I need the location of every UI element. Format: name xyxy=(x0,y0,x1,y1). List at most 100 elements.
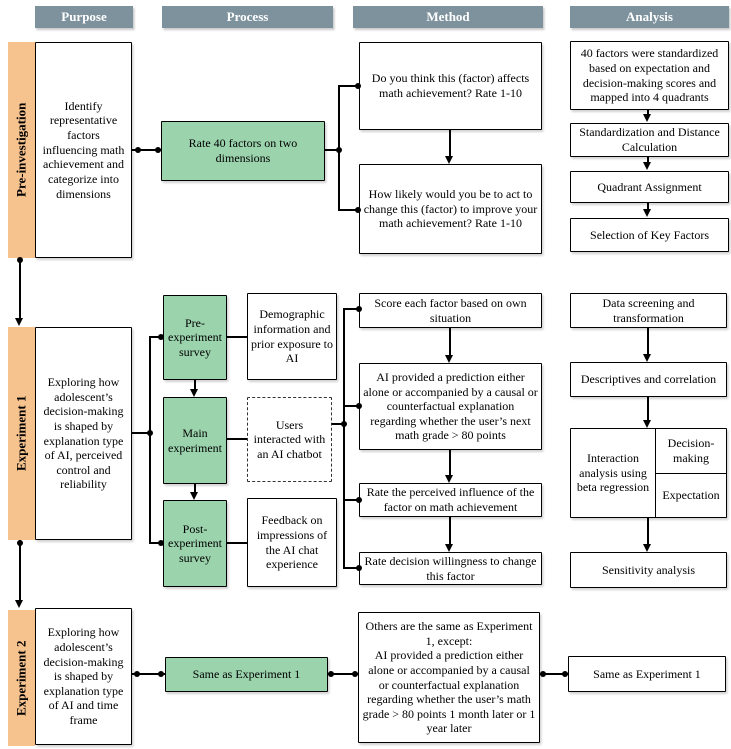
flow-arrowhead xyxy=(190,389,198,397)
flow-dot xyxy=(155,147,161,153)
flow-dot xyxy=(356,403,362,409)
exp1-method-box-3: Rate the perceived influence of the fact… xyxy=(359,483,542,517)
exp1-analysis-cell-decision-making: Decision-making xyxy=(656,429,726,474)
pre-process-box: Rate 40 factors on two dimensions xyxy=(161,121,325,181)
flow-arrowhead xyxy=(445,156,453,164)
exp1-process-step-main-experiment: Main experiment xyxy=(163,397,227,484)
flow-line xyxy=(227,542,247,544)
exp1-analysis-cell-expectation: Expectation xyxy=(662,487,720,502)
flow-line xyxy=(449,129,451,156)
flow-line xyxy=(647,328,649,354)
flow-arrowhead xyxy=(643,162,651,170)
flow-line xyxy=(449,328,451,355)
flow-line xyxy=(647,397,649,420)
exp1-method-box-4: Rate decision willingness to change this… xyxy=(359,552,542,585)
flow-line xyxy=(150,542,163,544)
flow-line xyxy=(344,308,359,310)
pre-analysis-box-3: Quadrant Assignment xyxy=(570,171,729,203)
flow-line xyxy=(338,85,340,211)
flow-line xyxy=(647,157,649,163)
exp1-process-step-pre-survey: Pre-experiment survey xyxy=(163,295,227,380)
exp1-purpose-box: Exploring how adolescent’s decision-maki… xyxy=(35,327,132,540)
column-header-purpose: Purpose xyxy=(35,6,133,28)
exp1-process-detail-feedback: Feedback on impressions of the AI chat e… xyxy=(247,498,337,587)
flow-arrowhead xyxy=(643,354,651,362)
flow-line xyxy=(344,567,359,569)
flow-line xyxy=(332,423,345,425)
exp1-analysis-box-4: Sensitivity analysis xyxy=(570,552,727,588)
pre-analysis-box-1: 40 factors were standardized based on ex… xyxy=(570,41,729,110)
exp1-analysis-box-1: Data screening and transformation xyxy=(570,293,727,328)
exp1-process-detail-demographic: Demographic information and prior exposu… xyxy=(247,293,337,380)
exp1-analysis-box-2: Descriptives and correlation xyxy=(570,362,727,397)
exp2-method-box: Others are the same as Experiment 1, exc… xyxy=(358,612,540,743)
flow-line xyxy=(132,673,165,675)
exp1-method-box-1: Score each factor based on own situation xyxy=(359,293,542,328)
exp2-analysis-box: Same as Experiment 1 xyxy=(568,656,726,692)
pre-method-box-1: Do you think this (factor) affects math … xyxy=(359,42,542,130)
flow-line xyxy=(647,518,649,544)
exp1-method-box-2: AI provided a prediction either alone or… xyxy=(359,363,542,450)
pre-analysis-box-4: Selection of Key Factors xyxy=(570,218,729,252)
exp1-process-step-post-survey: Post-experiment survey xyxy=(163,500,227,587)
column-header-method: Method xyxy=(353,6,543,28)
flow-line xyxy=(227,438,247,440)
flow-line xyxy=(150,336,163,338)
flow-line xyxy=(194,380,196,389)
flow-dot xyxy=(356,306,362,312)
flow-dot xyxy=(540,671,546,677)
flow-dot xyxy=(355,207,361,213)
flow-arrowhead xyxy=(15,600,23,608)
flow-dot xyxy=(356,565,362,571)
flow-line xyxy=(339,85,359,87)
flow-dot xyxy=(158,334,164,340)
flow-line xyxy=(19,258,21,318)
flow-line xyxy=(194,484,196,492)
exp1-analysis-interaction-cells: Decision-making Expectation xyxy=(656,429,726,517)
flow-arrowhead xyxy=(15,318,23,326)
pre-analysis-box-2: Standardization and Distance Calculation xyxy=(570,123,729,157)
flow-line xyxy=(449,450,451,475)
flow-arrowhead xyxy=(643,209,651,217)
flow-dot xyxy=(562,671,568,677)
flow-line xyxy=(19,540,21,600)
column-header-analysis: Analysis xyxy=(570,6,729,28)
flow-line xyxy=(344,499,359,501)
flow-line xyxy=(647,203,649,210)
flow-dot xyxy=(352,671,358,677)
flow-line xyxy=(132,149,161,151)
exp1-analysis-interaction-box: Interaction analysis using beta regressi… xyxy=(570,428,727,518)
flow-line xyxy=(339,209,359,211)
pre-method-box-2: How likely would you be to act to change… xyxy=(359,164,542,254)
flow-line xyxy=(227,336,247,338)
flow-line xyxy=(328,673,358,675)
flow-dot xyxy=(355,83,361,89)
flow-arrowhead xyxy=(643,114,651,122)
row-label-pre-investigation: Pre-investigation xyxy=(8,42,35,258)
pre-purpose-box: Identify representative factors influenc… xyxy=(35,42,132,258)
flow-arrowhead xyxy=(445,544,453,552)
flow-line xyxy=(540,673,568,675)
flow-line xyxy=(647,110,649,115)
exp1-process-detail-users-chatbot: Users interacted with an AI chatbot xyxy=(247,397,332,482)
flow-line xyxy=(449,517,451,544)
flow-dot xyxy=(134,671,140,677)
flow-dot xyxy=(356,497,362,503)
flow-arrowhead xyxy=(190,492,198,500)
flow-line xyxy=(149,336,151,544)
flow-arrowhead xyxy=(643,544,651,552)
flow-dot xyxy=(158,540,164,546)
exp2-purpose-box: Exploring how adolescent’s decision-maki… xyxy=(35,608,132,745)
flow-line xyxy=(344,405,359,407)
column-header-process: Process xyxy=(162,6,333,28)
exp1-analysis-interaction-label: Interaction analysis using beta regressi… xyxy=(571,429,656,517)
flow-dot xyxy=(158,671,164,677)
row-label-experiment-1: Experiment 1 xyxy=(8,327,35,540)
row-label-experiment-2: Experiment 2 xyxy=(8,610,35,746)
flow-line xyxy=(325,149,340,151)
flow-dot xyxy=(135,147,141,153)
flow-arrowhead xyxy=(643,420,651,428)
flow-line xyxy=(343,308,345,569)
exp2-process-box: Same as Experiment 1 xyxy=(165,657,328,692)
